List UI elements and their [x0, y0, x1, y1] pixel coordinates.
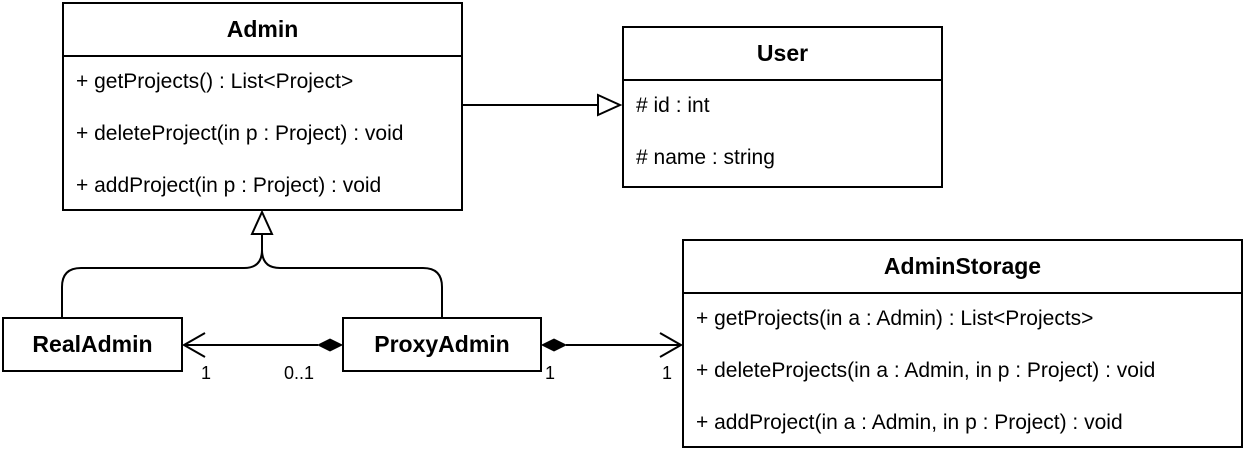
filled-diamond — [540, 338, 568, 352]
open-arrowhead — [181, 332, 206, 358]
admin-storage-method-delete-projects: + deleteProjects(in a : Admin, in p : Pr… — [696, 359, 1156, 382]
proxy-admin-class[interactable]: ProxyAdmin — [342, 317, 542, 372]
admin-storage-class[interactable]: AdminStorage + getProjects(in a : Admin)… — [682, 239, 1243, 448]
admin-method-get-projects: + getProjects() : List<Project> — [76, 70, 354, 93]
open-arrowhead — [659, 332, 684, 358]
user-attribute-id: # id : int — [636, 94, 710, 117]
filled-diamond — [316, 338, 344, 352]
hollow-triangle-arrowhead — [597, 93, 623, 117]
proxy-admin-multiplicity-to-storage: 1 — [545, 363, 556, 383]
user-class-title: User — [624, 28, 941, 81]
admin-class-title: Admin — [64, 4, 461, 57]
real-admin-class[interactable]: RealAdmin — [2, 317, 183, 372]
admin-storage-class-title: AdminStorage — [684, 241, 1241, 294]
proxy-real-composition — [181, 332, 344, 358]
user-class[interactable]: User # id : int # name : string — [622, 26, 943, 188]
user-attribute-name: # name : string — [636, 146, 775, 169]
hollow-triangle-arrowhead — [250, 209, 274, 235]
proxy-storage-composition — [540, 332, 684, 358]
admin-storage-method-add-project: + addProject(in a : Admin, in p : Projec… — [696, 411, 1123, 434]
proxy-admin-multiplicity-to-real: 0..1 — [284, 363, 315, 383]
admin-user-generalization — [462, 93, 623, 117]
admin-class[interactable]: Admin + getProjects() : List<Project> + … — [62, 2, 463, 211]
admin-method-add-project: + addProject(in p : Project) : void — [76, 174, 382, 197]
subclass-generalization — [61, 209, 443, 318]
admin-storage-multiplicity: 1 — [662, 363, 673, 383]
admin-method-delete-project: + deleteProject(in p : Project) : void — [76, 122, 404, 145]
admin-storage-method-get-projects: + getProjects(in a : Admin) : List<Proje… — [696, 307, 1094, 330]
real-admin-multiplicity: 1 — [201, 363, 212, 383]
